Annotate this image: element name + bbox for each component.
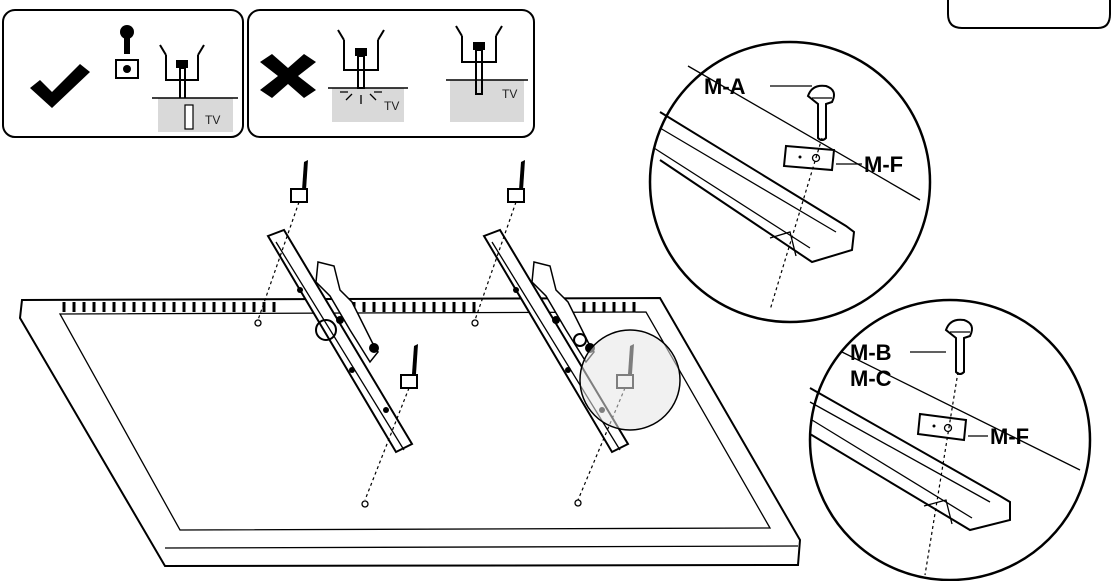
- tv-back-panel: [18, 296, 802, 568]
- zoom-indicator-circle: [579, 329, 681, 431]
- screw-label-ma: M-A: [704, 74, 746, 99]
- screw-label-mb: M-B: [850, 340, 892, 365]
- partial-panel-frame: [947, 0, 1111, 29]
- tv-label: TV: [205, 113, 220, 127]
- screw-right-top: [474, 160, 525, 321]
- screw-label-mc: M-C: [850, 366, 892, 391]
- callout-detail-bottom: M-B M-C M-F: [808, 298, 1092, 581]
- bracket-overtightened-icon: TV: [328, 29, 408, 122]
- bracket-correct-icon: TV: [152, 44, 238, 132]
- washer-label-mf-bottom: M-F: [990, 424, 1029, 449]
- callout-detail-top: M-A M-F: [648, 40, 932, 324]
- left-mounting-bracket: [266, 228, 414, 454]
- wrong-install-panel: TV TV: [247, 9, 535, 138]
- checkmark-icon: [30, 64, 90, 108]
- screw-left-top: [257, 160, 308, 321]
- washer-label-mf-top: M-F: [864, 152, 903, 177]
- screw-left-bottom: [364, 344, 418, 501]
- cross-icon: [260, 54, 316, 98]
- tv-label-1: TV: [384, 99, 399, 113]
- bracket-loose-icon: TV: [446, 25, 528, 122]
- correct-install-panel: TV: [2, 9, 244, 138]
- tv-label-2: TV: [502, 87, 517, 101]
- screw-washer-icon: [115, 25, 139, 79]
